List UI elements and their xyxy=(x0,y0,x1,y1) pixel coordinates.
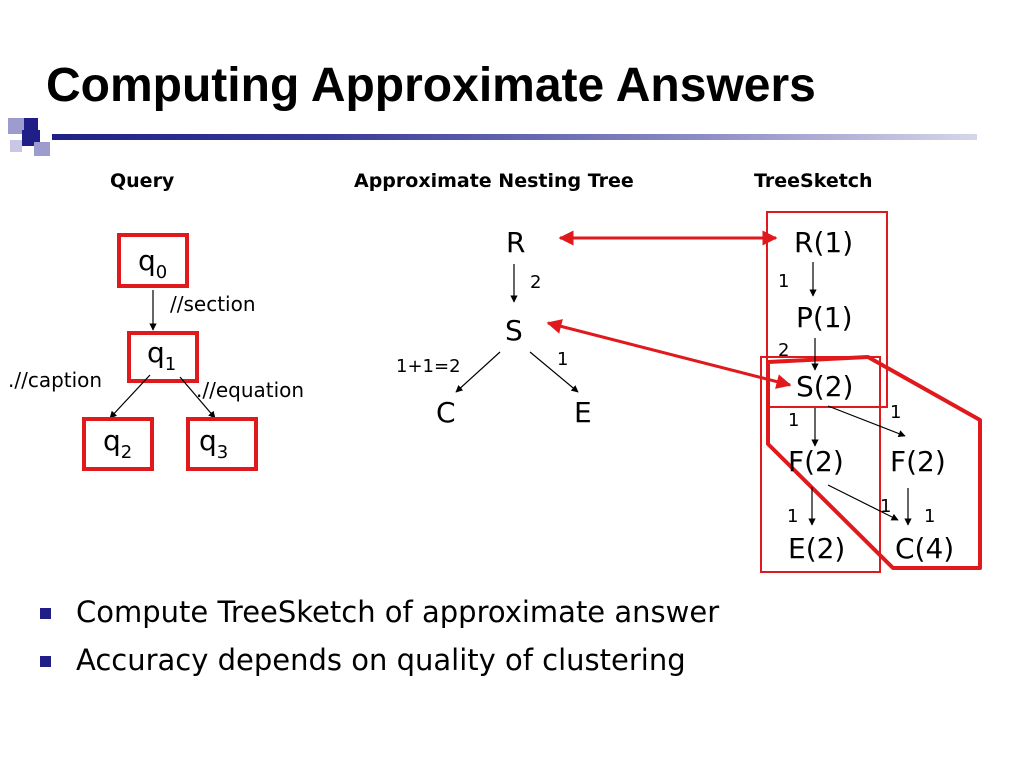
cluster-left-box xyxy=(760,356,881,573)
q0-box xyxy=(117,233,189,288)
ts-node-e: E(2) xyxy=(788,532,845,565)
ts-count-sf-right: 1 xyxy=(890,402,901,423)
nt-edge-s-e xyxy=(529,351,579,393)
map-arrow-s xyxy=(546,319,792,389)
title-rule xyxy=(52,134,977,140)
ts-count-fl-c: 1 xyxy=(880,496,891,517)
bullet-text: Accuracy depends on quality of clusterin… xyxy=(76,643,686,677)
cluster-right-outline xyxy=(766,355,982,570)
ts-count-ps: 2 xyxy=(778,340,789,361)
bullet-item: Compute TreeSketch of approximate answer xyxy=(40,590,719,638)
edge-q1-q3 xyxy=(179,376,216,419)
q1-box xyxy=(127,331,199,383)
bullet-list: Compute TreeSketch of approximate answer… xyxy=(40,590,719,686)
slide-title: Computing Approximate Answers xyxy=(46,59,816,112)
edge-label-equation: .//equation xyxy=(196,378,304,402)
nt-node-s: S xyxy=(505,314,523,347)
nt-node-c: C xyxy=(436,396,456,429)
ts-node-f-left: F(2) xyxy=(788,445,844,478)
q3-box xyxy=(186,417,258,471)
ts-count-sf-left: 1 xyxy=(788,410,799,431)
q2-box xyxy=(82,417,154,471)
nt-count-sc: 1+1=2 xyxy=(396,356,461,377)
ts-count-rp: 1 xyxy=(778,271,789,292)
ts-edge-fl-c xyxy=(827,484,899,521)
edge-q1-q2 xyxy=(109,374,151,419)
ts-count-fr-c: 1 xyxy=(924,506,935,527)
title-decoration xyxy=(0,118,1024,156)
bullet-square-icon xyxy=(40,656,51,667)
header-treesketch: TreeSketch xyxy=(754,170,873,192)
nt-node-e: E xyxy=(574,396,592,429)
header-query: Query xyxy=(110,170,175,192)
ts-node-s: S(2) xyxy=(796,370,853,403)
ts-node-c: C(4) xyxy=(895,532,954,565)
q3-node: q3 xyxy=(199,424,228,463)
q0-node: q0 xyxy=(138,244,167,283)
edge-label-caption: .//caption xyxy=(8,368,102,392)
nt-node-r: R xyxy=(506,226,525,259)
ts-node-r: R(1) xyxy=(794,226,853,259)
q1-node: q1 xyxy=(147,336,176,375)
bullet-text: Compute TreeSketch of approximate answer xyxy=(76,595,720,629)
ts-node-p: P(1) xyxy=(796,301,853,334)
nt-count-se: 1 xyxy=(557,349,568,370)
bullet-item: Accuracy depends on quality of clusterin… xyxy=(40,638,719,686)
edge-label-section: //section xyxy=(170,292,256,316)
ts-edge-s-fr xyxy=(827,405,906,438)
nt-count-rs: 2 xyxy=(530,272,541,293)
ts-node-f-right: F(2) xyxy=(890,445,946,478)
nt-edge-s-c xyxy=(455,351,501,393)
bullet-square-icon xyxy=(40,608,51,619)
cluster-top-box xyxy=(766,211,888,408)
header-nesting-tree: Approximate Nesting Tree xyxy=(354,170,634,192)
q2-node: q2 xyxy=(103,424,132,463)
ts-count-fl-e: 1 xyxy=(787,506,798,527)
